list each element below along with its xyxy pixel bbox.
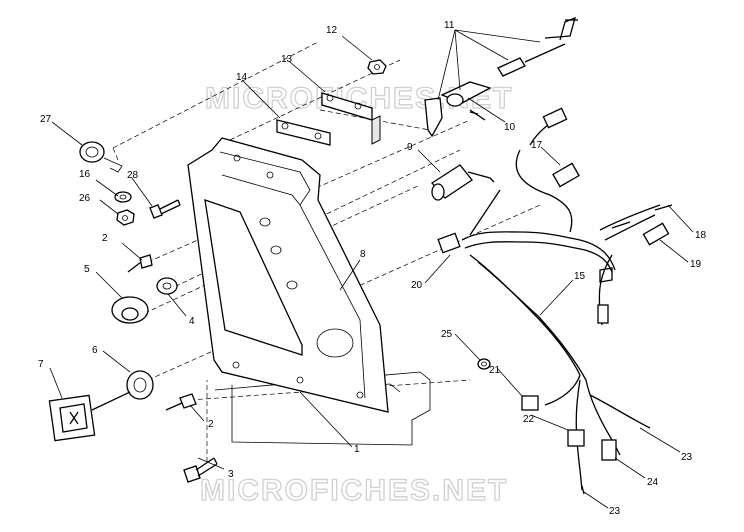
- callout-27: 27: [40, 114, 52, 125]
- callout-28: 28: [127, 170, 139, 181]
- callout-23-lower: 23: [609, 506, 621, 517]
- callout-1: 1: [354, 444, 360, 455]
- key-7: [48, 391, 131, 442]
- washer-16: [114, 191, 132, 203]
- callout-25: 25: [441, 329, 453, 340]
- leader-lines: [49, 29, 694, 509]
- callout-12: 12: [326, 25, 338, 36]
- callout-2-upper: 2: [102, 233, 108, 244]
- screw-2-upper: [127, 254, 153, 273]
- callout-26: 26: [79, 193, 91, 204]
- nut-5: [111, 296, 149, 324]
- callout-20: 20: [411, 280, 423, 291]
- ring-27: [79, 141, 123, 173]
- wiring-harness: [437, 107, 673, 495]
- callout-11: 11: [444, 20, 455, 31]
- callout-9: 9: [407, 142, 413, 153]
- watermark-bottom: MICROFICHES.NET: [200, 474, 508, 507]
- washer-4: [156, 277, 178, 295]
- callout-17: 17: [531, 140, 543, 151]
- callout-14: 14: [236, 72, 248, 83]
- callout-2-lower: 2: [208, 419, 214, 430]
- callout-3: 3: [228, 469, 234, 480]
- callout-4: 4: [189, 316, 195, 327]
- callout-19: 19: [690, 259, 702, 270]
- callout-23-upper: 23: [681, 452, 693, 463]
- callout-24: 24: [647, 477, 659, 488]
- callout-15: 15: [574, 271, 586, 282]
- bolt-28: [149, 199, 181, 219]
- callout-6: 6: [92, 345, 98, 356]
- callout-labels: 1 2 2 3 4 5 6 7 8 9 10 11 12 13 14 15 16…: [38, 20, 707, 517]
- callout-8: 8: [360, 249, 366, 260]
- callout-13: 13: [281, 54, 293, 65]
- switch-assembly: [424, 16, 578, 138]
- callout-22: 22: [523, 414, 535, 425]
- callout-21: 21: [489, 365, 501, 376]
- sensor-9: [431, 164, 495, 201]
- nut-6: [126, 370, 154, 400]
- callout-7: 7: [38, 359, 44, 370]
- nut-12: [367, 59, 387, 75]
- callout-5: 5: [84, 264, 90, 275]
- callout-18: 18: [695, 230, 707, 241]
- screw-2-lower: [165, 393, 197, 411]
- bolt-3: [183, 457, 218, 483]
- nut-26: [116, 209, 135, 226]
- grommet-25: [477, 358, 491, 370]
- callout-16: 16: [79, 169, 91, 180]
- callout-10: 10: [504, 122, 516, 133]
- mounting-plate: [187, 137, 389, 413]
- bracket-14: [276, 119, 331, 146]
- bracket-13: [321, 92, 381, 145]
